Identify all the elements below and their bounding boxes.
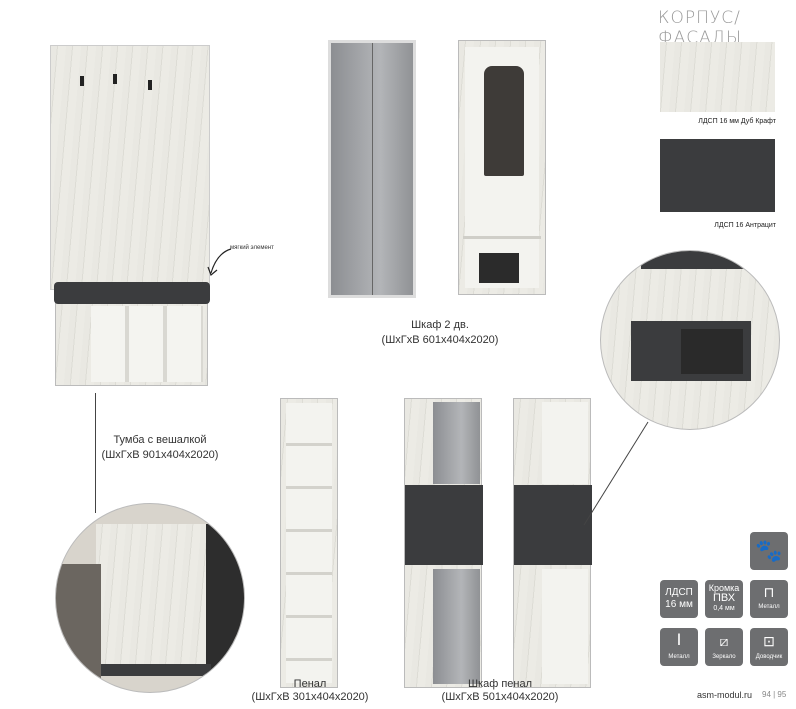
product-dims: (ШхГхВ 601х404х2020) bbox=[381, 334, 499, 346]
closer-icon: ⊡Доводчик bbox=[750, 628, 788, 666]
mirror-icon: ⧄Зеркало bbox=[705, 628, 743, 666]
product-name: Шкаф 2 дв. bbox=[411, 319, 469, 331]
bench-cushion bbox=[54, 282, 210, 304]
hanger-panel bbox=[50, 45, 210, 290]
cushion-annotation: мягкий элемент bbox=[230, 245, 274, 251]
product-dims: (ШхГхВ 501х404х2020) bbox=[441, 691, 559, 703]
ldsp-thickness: 16 мм bbox=[665, 599, 693, 610]
swatch-oak bbox=[660, 42, 775, 112]
site-url: asm-modul.ru bbox=[697, 690, 753, 700]
edge-label: Кромка bbox=[708, 583, 740, 593]
hook-icon bbox=[113, 74, 117, 84]
wardrobe-2-door bbox=[328, 40, 416, 298]
product-name: Шкаф пенал bbox=[467, 678, 533, 690]
swatch-oak-label: ЛДСП 16 мм Дуб Крафт bbox=[698, 118, 776, 125]
swatch-anthracite-label: ЛДСП 16 Антрацит bbox=[714, 222, 776, 229]
bench-body bbox=[55, 300, 208, 386]
leg-label: Металл bbox=[668, 654, 690, 660]
ldsp-label: ЛДСП bbox=[665, 587, 693, 598]
cabinet-penal-closed bbox=[404, 398, 483, 688]
cabinet-penal-open bbox=[513, 398, 592, 688]
edge-thickness: 0,4 мм bbox=[713, 605, 735, 612]
paw-icon: 🐾 bbox=[750, 532, 788, 570]
product-dims: (ШхГхВ 301х404х2020) bbox=[251, 691, 369, 703]
closer-label: Доводчик bbox=[755, 654, 783, 660]
leader-line bbox=[583, 421, 649, 526]
mirror-label: Зеркало bbox=[712, 654, 736, 660]
hook-icon bbox=[80, 76, 84, 86]
swatch-anthracite bbox=[660, 139, 775, 212]
hook-icon bbox=[148, 80, 152, 90]
handle-icon: ⊓Металл bbox=[750, 580, 788, 618]
edge-material: ПВХ bbox=[712, 592, 736, 604]
leader-line bbox=[95, 393, 96, 513]
detail-zoom bbox=[600, 250, 780, 430]
page-numbers: 94 | 95 bbox=[762, 690, 787, 699]
product-dims: (ШхГхВ 901х404х2020) bbox=[101, 449, 219, 461]
product-name: Пенал bbox=[293, 678, 327, 690]
product-name: Тумба с вешалкой bbox=[113, 434, 207, 446]
penal-cabinet bbox=[280, 398, 338, 688]
wardrobe-open bbox=[458, 40, 546, 295]
interior-photo bbox=[55, 503, 245, 693]
handle-label: Металл bbox=[758, 604, 780, 610]
arrow-icon bbox=[207, 248, 232, 277]
